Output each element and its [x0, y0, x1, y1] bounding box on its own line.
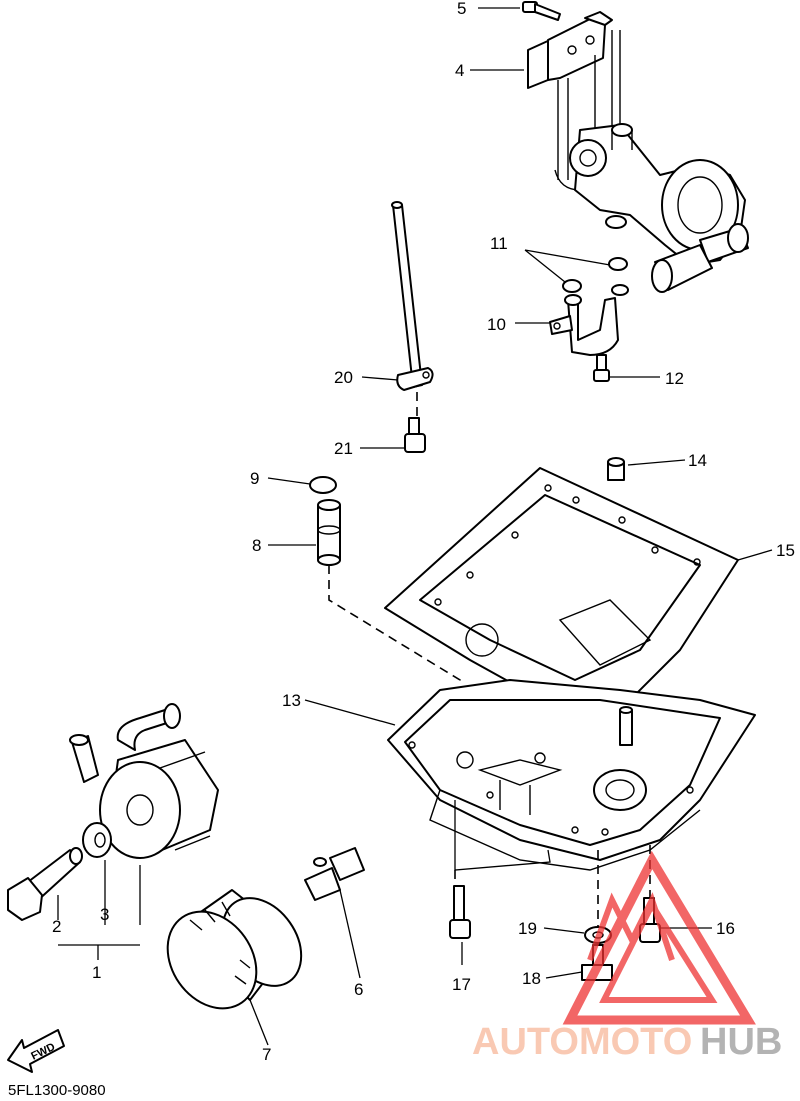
watermark-logo: AUTOMOTO HUB	[472, 850, 782, 1063]
callout-10: 10	[487, 315, 506, 334]
leader-lines	[57, 7, 773, 1046]
callout-12: 12	[665, 369, 684, 388]
pump-assembly	[522, 1, 749, 293]
bolt-21	[404, 417, 426, 453]
bolt-17	[449, 885, 471, 939]
watermark-text-secondary: HUB	[700, 1021, 782, 1063]
bolt-12	[593, 354, 610, 382]
callout-14: 14	[688, 451, 707, 470]
callout-21: 21	[334, 439, 353, 458]
callout-5: 5	[457, 0, 466, 18]
fwd-arrow: FWD	[7, 1029, 65, 1073]
watermark-text-primary: AUTOMOTO	[472, 1021, 692, 1063]
callout-6: 6	[354, 980, 363, 999]
callout-8: 8	[252, 536, 261, 555]
oil-level-gauge	[391, 201, 434, 420]
oil-pan	[387, 679, 756, 871]
o-ring-11a	[562, 279, 582, 293]
o-ring-9	[309, 476, 337, 494]
callout-18: 18	[522, 969, 541, 988]
callout-15: 15	[776, 541, 795, 560]
callout-9: 9	[250, 469, 259, 488]
o-ring-11b	[608, 257, 628, 271]
callout-7: 7	[262, 1045, 271, 1064]
filter-union	[304, 847, 365, 901]
callout-19: 19	[518, 919, 537, 938]
callout-1: 1	[92, 963, 101, 982]
callout-17: 17	[452, 975, 471, 994]
callout-11: 11	[490, 234, 508, 253]
oil-strainer	[317, 499, 341, 566]
callout-20: 20	[334, 368, 353, 387]
washer-3	[82, 822, 112, 858]
oil-cooler	[69, 703, 219, 859]
oil-pipe	[549, 284, 629, 356]
drawing-code: 5FL1300-9080	[8, 1082, 106, 1099]
oil-pan-gasket	[384, 467, 739, 711]
callout-13: 13	[282, 691, 301, 710]
dowel-pin	[607, 457, 625, 481]
callout-3: 3	[100, 905, 109, 924]
union-bolt	[7, 847, 83, 921]
oil-filter	[166, 889, 303, 1010]
callout-labels: 1 2 3 4 5 6 7 8 9 10 11 12 13 14 15 16 1…	[52, 0, 795, 1064]
callout-4: 4	[455, 61, 464, 80]
callout-2: 2	[52, 917, 61, 936]
callout-16: 16	[716, 919, 735, 938]
